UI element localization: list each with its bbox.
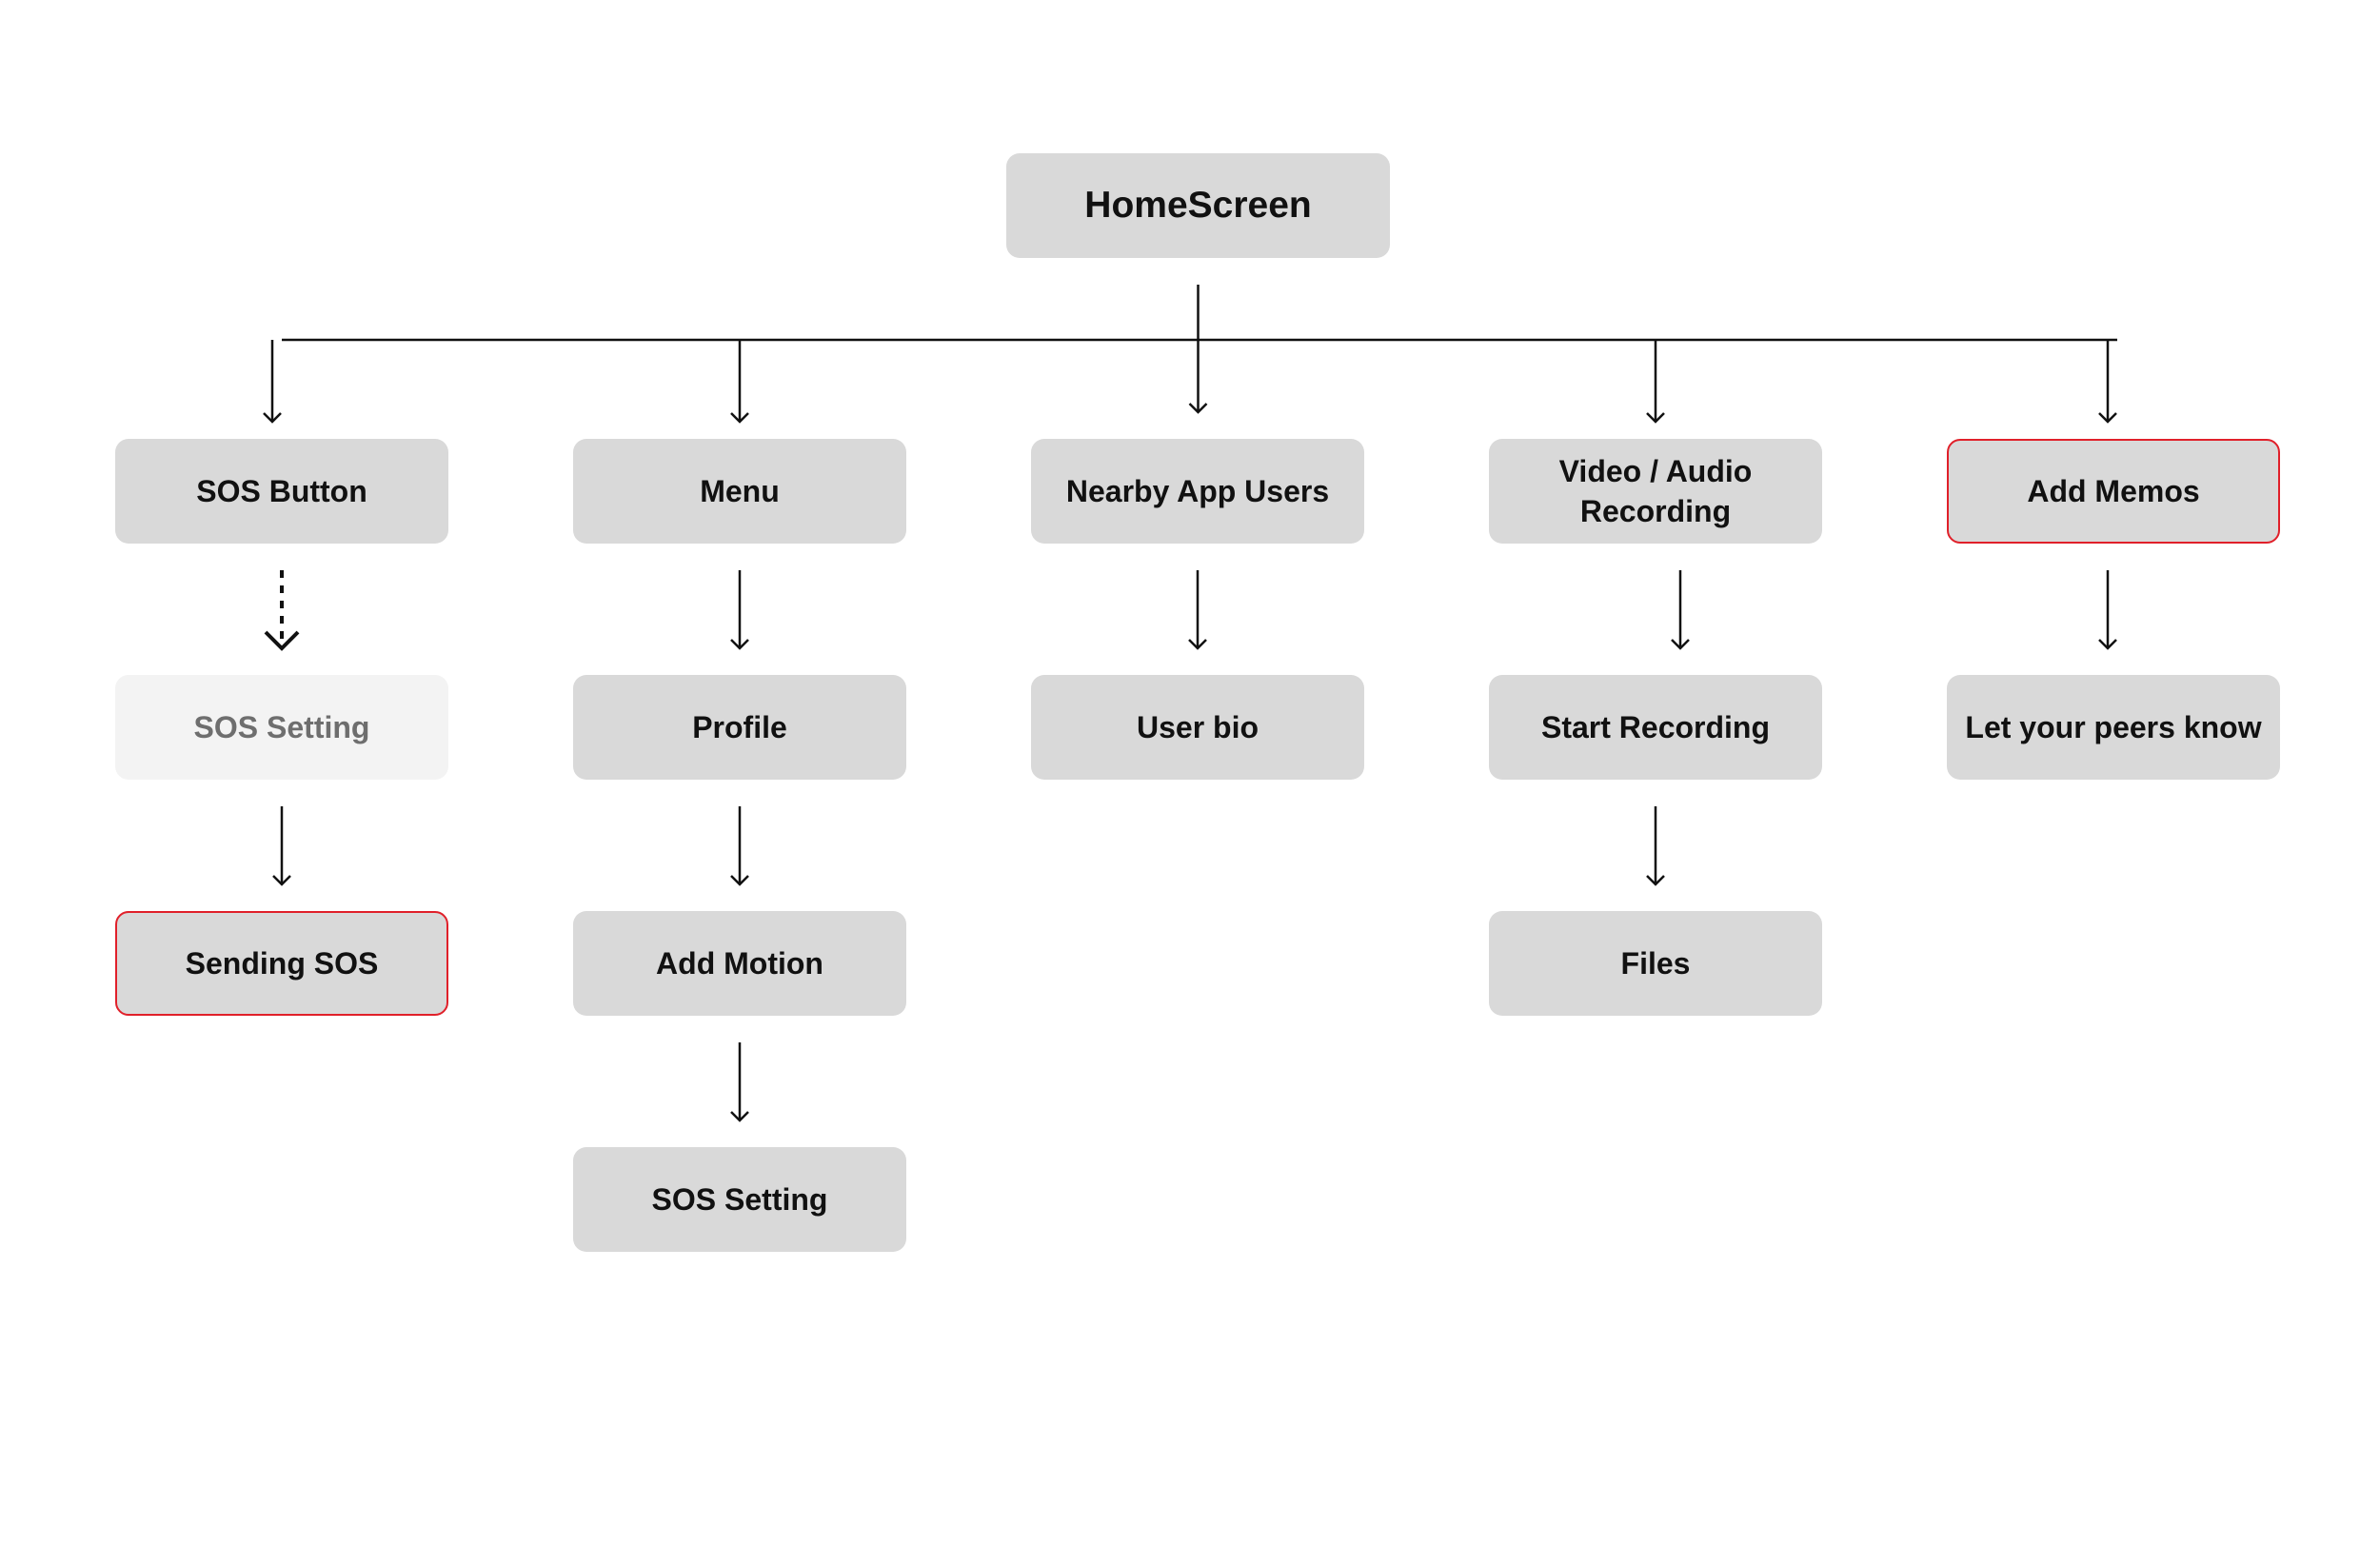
- arrow-sos-1-head: [264, 630, 300, 651]
- node-sending-sos[interactable]: Sending SOS: [115, 911, 448, 1016]
- node-sos-setting-inactive[interactable]: SOS Setting: [115, 675, 448, 780]
- arrow-to-recording-head: [1646, 412, 1665, 424]
- node-menu[interactable]: Menu: [573, 439, 906, 544]
- node-menu-sos-setting[interactable]: SOS Setting: [573, 1147, 906, 1252]
- node-nearby-app-users[interactable]: Nearby App Users: [1031, 439, 1364, 544]
- node-add-memos[interactable]: Add Memos: [1947, 439, 2280, 544]
- node-files[interactable]: Files: [1489, 911, 1822, 1016]
- node-sos-button[interactable]: SOS Button: [115, 439, 448, 544]
- arrow-to-sos-head: [263, 412, 282, 424]
- arrow-memos-1-head: [2098, 639, 2117, 650]
- arrow-nearby-1-head: [1188, 639, 1207, 650]
- node-video-audio-recording[interactable]: Video / Audio Recording: [1489, 439, 1822, 544]
- arrow-to-menu-head: [730, 412, 749, 424]
- arrow-recording-2-head: [1646, 875, 1665, 886]
- arrow-menu-2-head: [730, 875, 749, 886]
- arrow-to-memos-head: [2098, 412, 2117, 424]
- node-let-your-peers-know[interactable]: Let your peers know: [1947, 675, 2280, 780]
- arrow-sos-2-head: [272, 875, 291, 886]
- node-profile[interactable]: Profile: [573, 675, 906, 780]
- arrow-to-nearby-head: [1188, 403, 1208, 414]
- arrow-recording-1-head: [1671, 639, 1690, 650]
- node-homescreen[interactable]: HomeScreen: [1006, 153, 1390, 258]
- arrow-menu-1-head: [730, 639, 749, 650]
- node-start-recording[interactable]: Start Recording: [1489, 675, 1822, 780]
- arrow-menu-3-head: [730, 1111, 749, 1122]
- node-add-motion[interactable]: Add Motion: [573, 911, 906, 1016]
- node-user-bio[interactable]: User bio: [1031, 675, 1364, 780]
